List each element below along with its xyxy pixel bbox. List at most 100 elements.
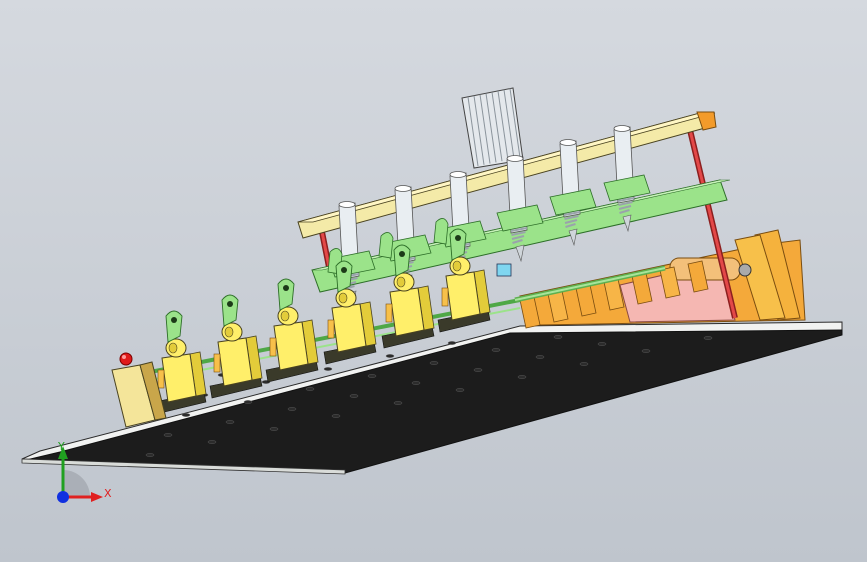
mounting-hole: [207, 440, 217, 444]
needle-rib: [617, 197, 635, 202]
base-plate[interactable]: [21, 321, 843, 475]
needle-rib: [344, 285, 355, 290]
needle-rib: [564, 215, 579, 220]
mounting-hole: [305, 387, 315, 391]
station-front: [161, 353, 197, 403]
clamp-stations[interactable]: [153, 228, 491, 415]
needle-tip: [622, 214, 632, 233]
mounting-hole: [243, 400, 253, 404]
needle-cap: [394, 185, 412, 192]
needle-rib: [564, 219, 578, 224]
station-gear-hub: [338, 292, 348, 304]
station-gear-hub: [452, 260, 462, 272]
motor-fin: [509, 88, 521, 158]
hook-hole: [171, 317, 177, 323]
mounting-hole: [367, 374, 377, 378]
mounting-hole: [163, 433, 173, 437]
hook-hole: [455, 235, 461, 241]
mounting-hole: [331, 414, 341, 418]
base-plate-front-edge: [21, 458, 346, 475]
triad-y-label: Y: [57, 440, 65, 453]
mounting-hole: [703, 336, 713, 340]
motor-fin: [491, 92, 503, 162]
needle-clamp-block: [603, 174, 651, 202]
mounting-hole: [181, 413, 191, 417]
station-gear-hub: [224, 326, 234, 338]
clamp-station[interactable]: [265, 278, 319, 383]
station-front: [273, 321, 309, 371]
mounting-hole: [553, 335, 563, 339]
station-gear-hub: [168, 342, 178, 354]
mounting-hole: [455, 388, 465, 392]
servo-motor[interactable]: [461, 87, 524, 169]
needle-rib: [565, 223, 576, 228]
mounting-hole: [145, 453, 155, 457]
mounting-hole: [269, 427, 279, 431]
mounting-hole: [411, 381, 421, 385]
needle-unit[interactable]: [603, 125, 651, 233]
clamp-station[interactable]: [381, 244, 435, 349]
needle-rib: [510, 227, 528, 232]
station-front: [445, 271, 481, 321]
station-hook-flag: [221, 294, 239, 327]
motor-fin: [497, 90, 509, 161]
station-hook-flag: [449, 228, 467, 261]
station-front: [217, 337, 253, 387]
mounting-hole: [349, 394, 359, 398]
mounting-hole: [473, 368, 483, 372]
station-hook-flag: [277, 278, 295, 311]
clamp-station[interactable]: [209, 294, 263, 399]
cyan-fitting: [496, 263, 512, 277]
mounting-hole: [287, 407, 297, 411]
needle-unit[interactable]: [549, 139, 597, 247]
needle-unit[interactable]: [496, 155, 544, 263]
mounting-hole: [597, 342, 607, 346]
clamp-station[interactable]: [153, 310, 207, 415]
needle-cap: [449, 171, 467, 178]
needle-rib: [619, 209, 630, 214]
needle-rib: [512, 239, 523, 244]
station-pin: [213, 353, 221, 373]
hook-tab: [378, 232, 394, 259]
mounting-hole: [429, 361, 439, 365]
orange-clamp-fingers[interactable]: [519, 260, 709, 329]
mounting-hole: [535, 355, 545, 359]
z-axis-dot: [57, 491, 69, 503]
front-end-bracket[interactable]: [111, 352, 167, 428]
needle-rib: [563, 211, 581, 216]
rear-end-bracket-2: [734, 234, 786, 321]
rear-nut: [738, 263, 752, 277]
motor-fin: [479, 94, 491, 164]
clamp-station[interactable]: [437, 228, 491, 333]
mounting-hole: [641, 349, 651, 353]
mounting-hole: [491, 348, 501, 352]
front-bracket-side: [139, 361, 167, 421]
needle-clamp-block: [496, 204, 544, 232]
hook-hole: [341, 267, 347, 273]
station-front: [389, 287, 425, 337]
needle-clamp-block: [549, 188, 597, 216]
mounting-hole: [225, 420, 235, 424]
support-rods: [319, 129, 738, 319]
triad-x-label: X: [104, 487, 112, 500]
mounting-hole: [447, 341, 457, 345]
coordinate-triad: X Y: [57, 440, 112, 503]
hook-hole: [227, 301, 233, 307]
red-knob[interactable]: [119, 352, 133, 366]
station-pin: [269, 337, 277, 357]
station-hook-flag: [335, 260, 353, 293]
station-pin: [327, 319, 335, 339]
needle-cap: [338, 201, 356, 208]
mounting-hole: [517, 375, 527, 379]
station-pin: [441, 287, 449, 307]
clamp-station[interactable]: [323, 260, 377, 365]
station-hook-flag: [393, 244, 411, 277]
needle-rib: [511, 231, 526, 236]
needle-tip: [515, 244, 525, 263]
hook-hole: [399, 251, 405, 257]
orange-finger: [659, 266, 681, 299]
needle-tip: [568, 228, 578, 247]
red-knob-highlight: [122, 355, 126, 359]
